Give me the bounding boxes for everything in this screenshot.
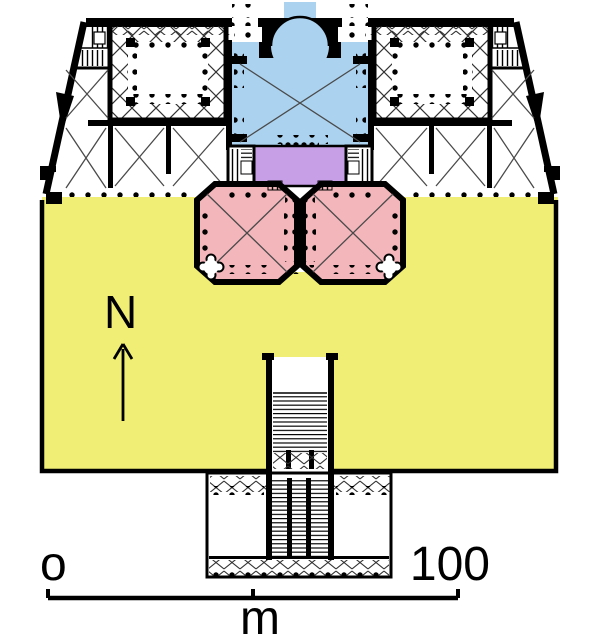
scale-end-label: 100 (410, 538, 490, 591)
scale-unit-label: m (240, 592, 280, 642)
stair-hall-left (194, 180, 300, 285)
side-rooms (64, 69, 228, 197)
stair-slot-wall (266, 355, 272, 560)
region-vestibule (252, 144, 348, 188)
corridor-end-dots (286, 265, 314, 274)
portico-stairs (209, 478, 389, 579)
quatrefoil-niche (197, 253, 225, 281)
scale-start-label: o (40, 538, 67, 591)
scale-bar-ticks (46, 589, 460, 598)
scale-bar: o 100 m (40, 538, 490, 642)
domed-hall-south-dots (272, 135, 328, 144)
north-arrow-icon (112, 343, 134, 421)
north-indicator: N (104, 286, 137, 421)
stair-slot-cap (262, 353, 274, 360)
top-colonnade-dots (232, 17, 258, 26)
portico-left-band (210, 476, 266, 495)
terrace-outline (39, 200, 559, 474)
corner-hall (107, 21, 229, 123)
grand-staircase (273, 392, 327, 469)
building-left-half (40, 4, 319, 560)
region-terrace (42, 197, 558, 473)
apse (271, 17, 329, 75)
terrace-corner-pier (46, 192, 62, 204)
wall-thickening (56, 92, 74, 132)
wall-hook (40, 166, 56, 180)
apse-outline (269, 15, 331, 47)
domed-hall-left-structure (226, 4, 267, 150)
north-label: N (104, 286, 137, 338)
domed-hall-diagonals (239, 63, 361, 143)
center-elements (39, 15, 559, 579)
corridor-dots (285, 192, 294, 262)
lower-colonnade-dots (64, 188, 196, 197)
corner-staircase (74, 26, 110, 70)
